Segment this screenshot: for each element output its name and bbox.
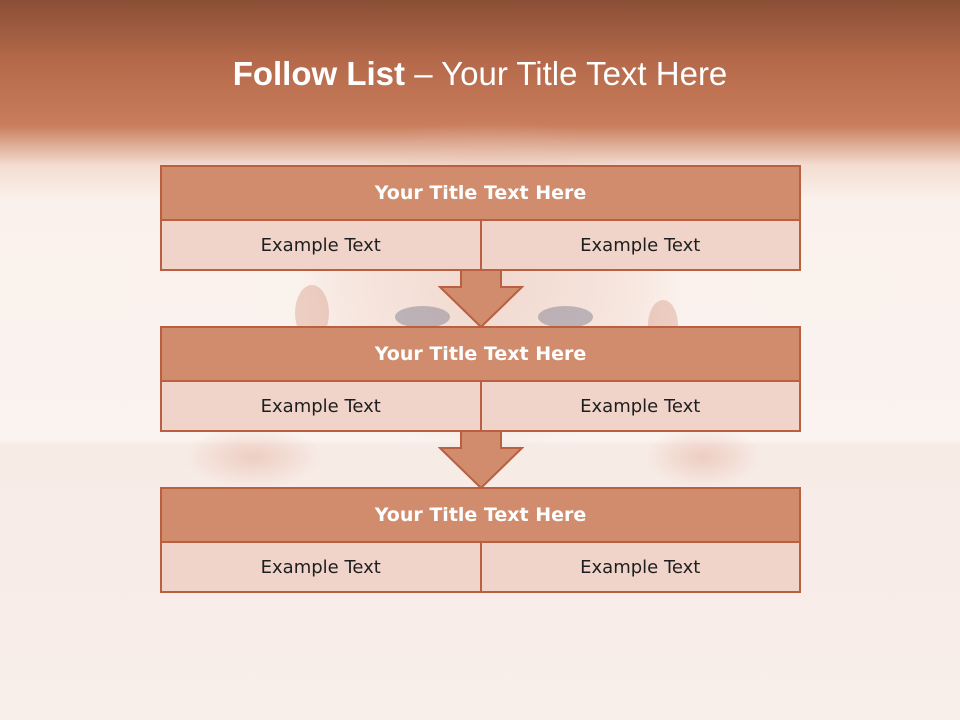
- list-block-2: Your Title Text Here Example Text Exampl…: [160, 326, 801, 432]
- slide-title-rest: – Your Title Text Here: [405, 55, 728, 92]
- block-title: Your Title Text Here: [160, 165, 801, 221]
- block-cell-right: Example Text: [481, 382, 801, 432]
- down-arrow-icon: [438, 430, 524, 490]
- block-cell-left: Example Text: [160, 221, 482, 271]
- block-title: Your Title Text Here: [160, 326, 801, 382]
- block-cell-left: Example Text: [160, 382, 482, 432]
- block-title: Your Title Text Here: [160, 487, 801, 543]
- slide-title-bold: Follow List: [232, 55, 406, 92]
- block-row: Example Text Example Text: [160, 221, 801, 271]
- block-row: Example Text Example Text: [160, 382, 801, 432]
- slide-title: Follow List – Your Title Text Here: [0, 55, 960, 93]
- block-cell-right: Example Text: [481, 543, 801, 593]
- list-block-3: Your Title Text Here Example Text Exampl…: [160, 487, 801, 593]
- block-cell-right: Example Text: [481, 221, 801, 271]
- block-cell-left: Example Text: [160, 543, 482, 593]
- down-arrow-icon: [438, 269, 524, 329]
- block-row: Example Text Example Text: [160, 543, 801, 593]
- list-block-1: Your Title Text Here Example Text Exampl…: [160, 165, 801, 271]
